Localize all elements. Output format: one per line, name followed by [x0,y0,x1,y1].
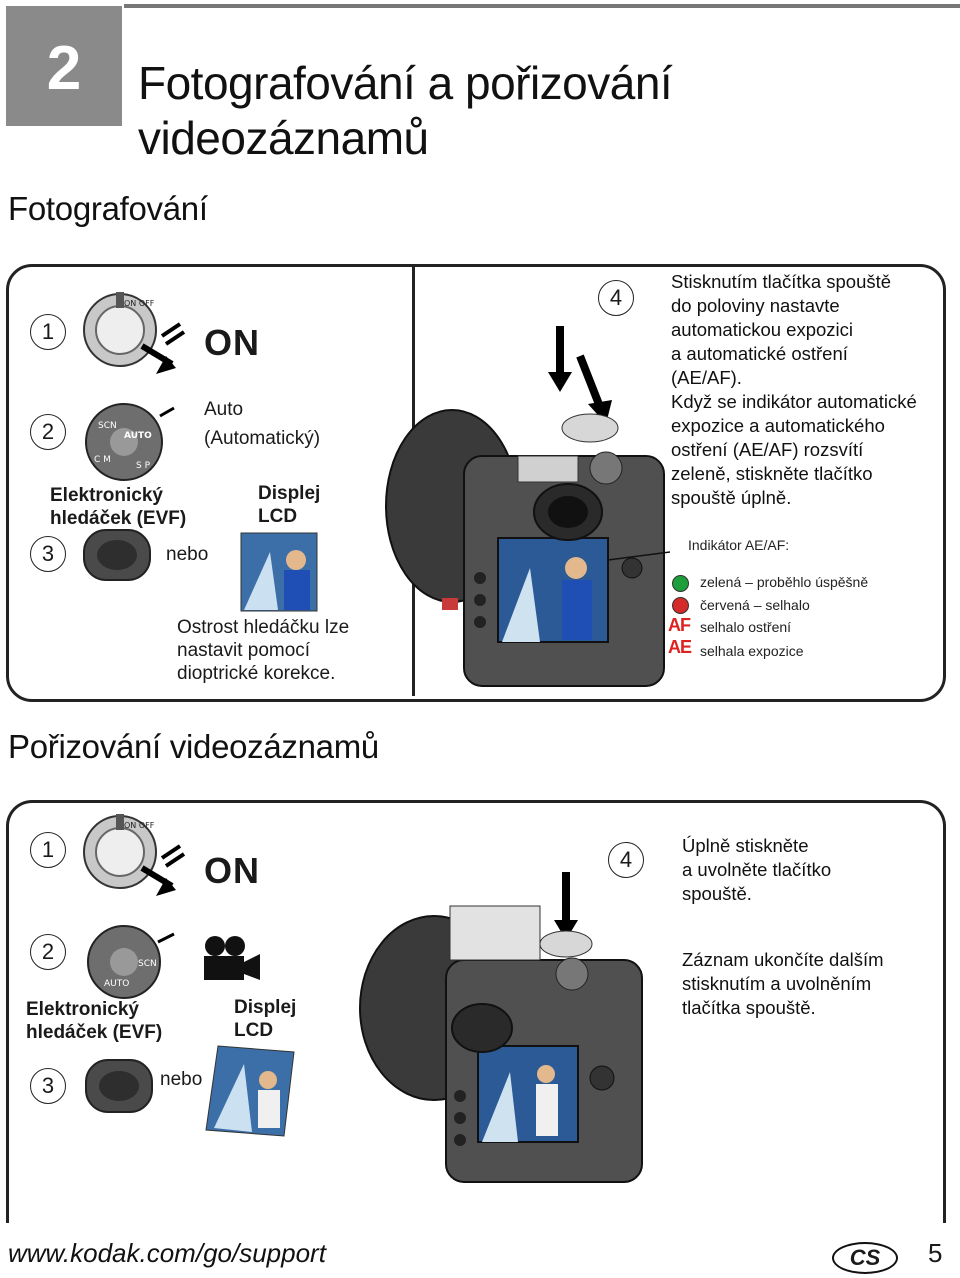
video-stop-instructions: Záznam ukončíte dalším stisknutím a uvol… [682,949,884,1018]
video-step-4-badge: 4 [608,842,644,878]
language-badge: CS [832,1242,898,1274]
indicator-red-text: červená – selhalo [700,597,810,613]
step-4-instructions: Stisknutím tlačítka spouště do poloviny … [671,271,917,508]
svg-text:ON OFF: ON OFF [124,821,155,830]
video-power-dial-icon: ON OFF [83,814,186,896]
section-title-video: Pořizování videozáznamů [8,728,379,765]
svg-text:ON OFF: ON OFF [124,299,155,308]
video-camera-back-illustration [359,872,643,1183]
title-line-1: Fotografování a pořizování [138,57,673,109]
indicator-green-text: zelená – proběhlo úspěšně [700,574,869,590]
section-title-photo: Fotografování [8,190,208,227]
svg-text:AUTO: AUTO [124,431,152,441]
indicator-af-text: selhalo ostření [700,619,792,635]
af-indicator-icon: AF [668,615,691,635]
video-step-1-on-label: ON [204,850,260,891]
or-label: nebo [166,544,209,565]
video-mode-dial-icon: AUTO SCN [87,925,175,999]
title-line-2: videozáznamů [138,112,429,164]
video-step-3-badge: 3 [30,1068,66,1104]
support-url[interactable]: www.kodak.com/go/support [8,1238,326,1268]
step-1-on-label: ON [204,322,260,363]
video-step-1-badge: 1 [30,832,66,868]
eyepiece-icon [83,529,151,581]
video-step-4-instructions: Úplně stiskněte a uvolněte tlačítko spou… [682,835,832,904]
svg-text:SCN: SCN [138,959,157,969]
svg-text:AUTO: AUTO [104,979,129,989]
step-2-mode-label: Auto (Automatický) [204,399,321,449]
lcd-screen-thumbnail [240,532,318,612]
svg-text:SCN: SCN [98,421,117,431]
video-eyepiece-icon [85,1059,153,1113]
video-lcd-label: Displej LCD [234,997,297,1041]
indicator-title: Indikátor AE/AF: [688,537,790,553]
video-evf-label: Elektronický hledáček (EVF) [26,999,163,1043]
power-dial-icon: ON OFF [83,292,186,374]
step-3-badge: 3 [30,536,66,572]
video-lcd-screen-thumbnail [205,1045,295,1137]
step-4-badge: 4 [598,280,634,316]
chapter-number: 2 [6,6,122,126]
video-step-2-badge: 2 [30,934,66,970]
evf-label: Elektronický hledáček (EVF) [50,485,187,529]
indicator-ae-text: selhala expozice [700,643,804,659]
step-2-badge: 2 [30,414,66,450]
lcd-label: Displej LCD [258,483,321,527]
ae-indicator-icon: AE [668,637,692,657]
camera-back-illustration [385,326,670,687]
svg-text:C M: C M [94,455,111,465]
video-camera-icon [204,936,260,980]
step-1-badge: 1 [30,314,66,350]
top-rule [124,4,960,8]
page-title: Fotografování a pořizování videozáznamů [138,56,918,166]
video-or-label: nebo [160,1069,203,1090]
svg-text:S P: S P [136,461,151,471]
page-number: 5 [928,1238,943,1268]
mode-dial-icon: AUTO SCN S P C M [85,403,175,481]
green-indicator-icon [672,575,689,592]
red-indicator-icon [672,597,689,614]
diopter-note: Ostrost hledáčku lze nastavit pomocí dio… [177,617,350,684]
